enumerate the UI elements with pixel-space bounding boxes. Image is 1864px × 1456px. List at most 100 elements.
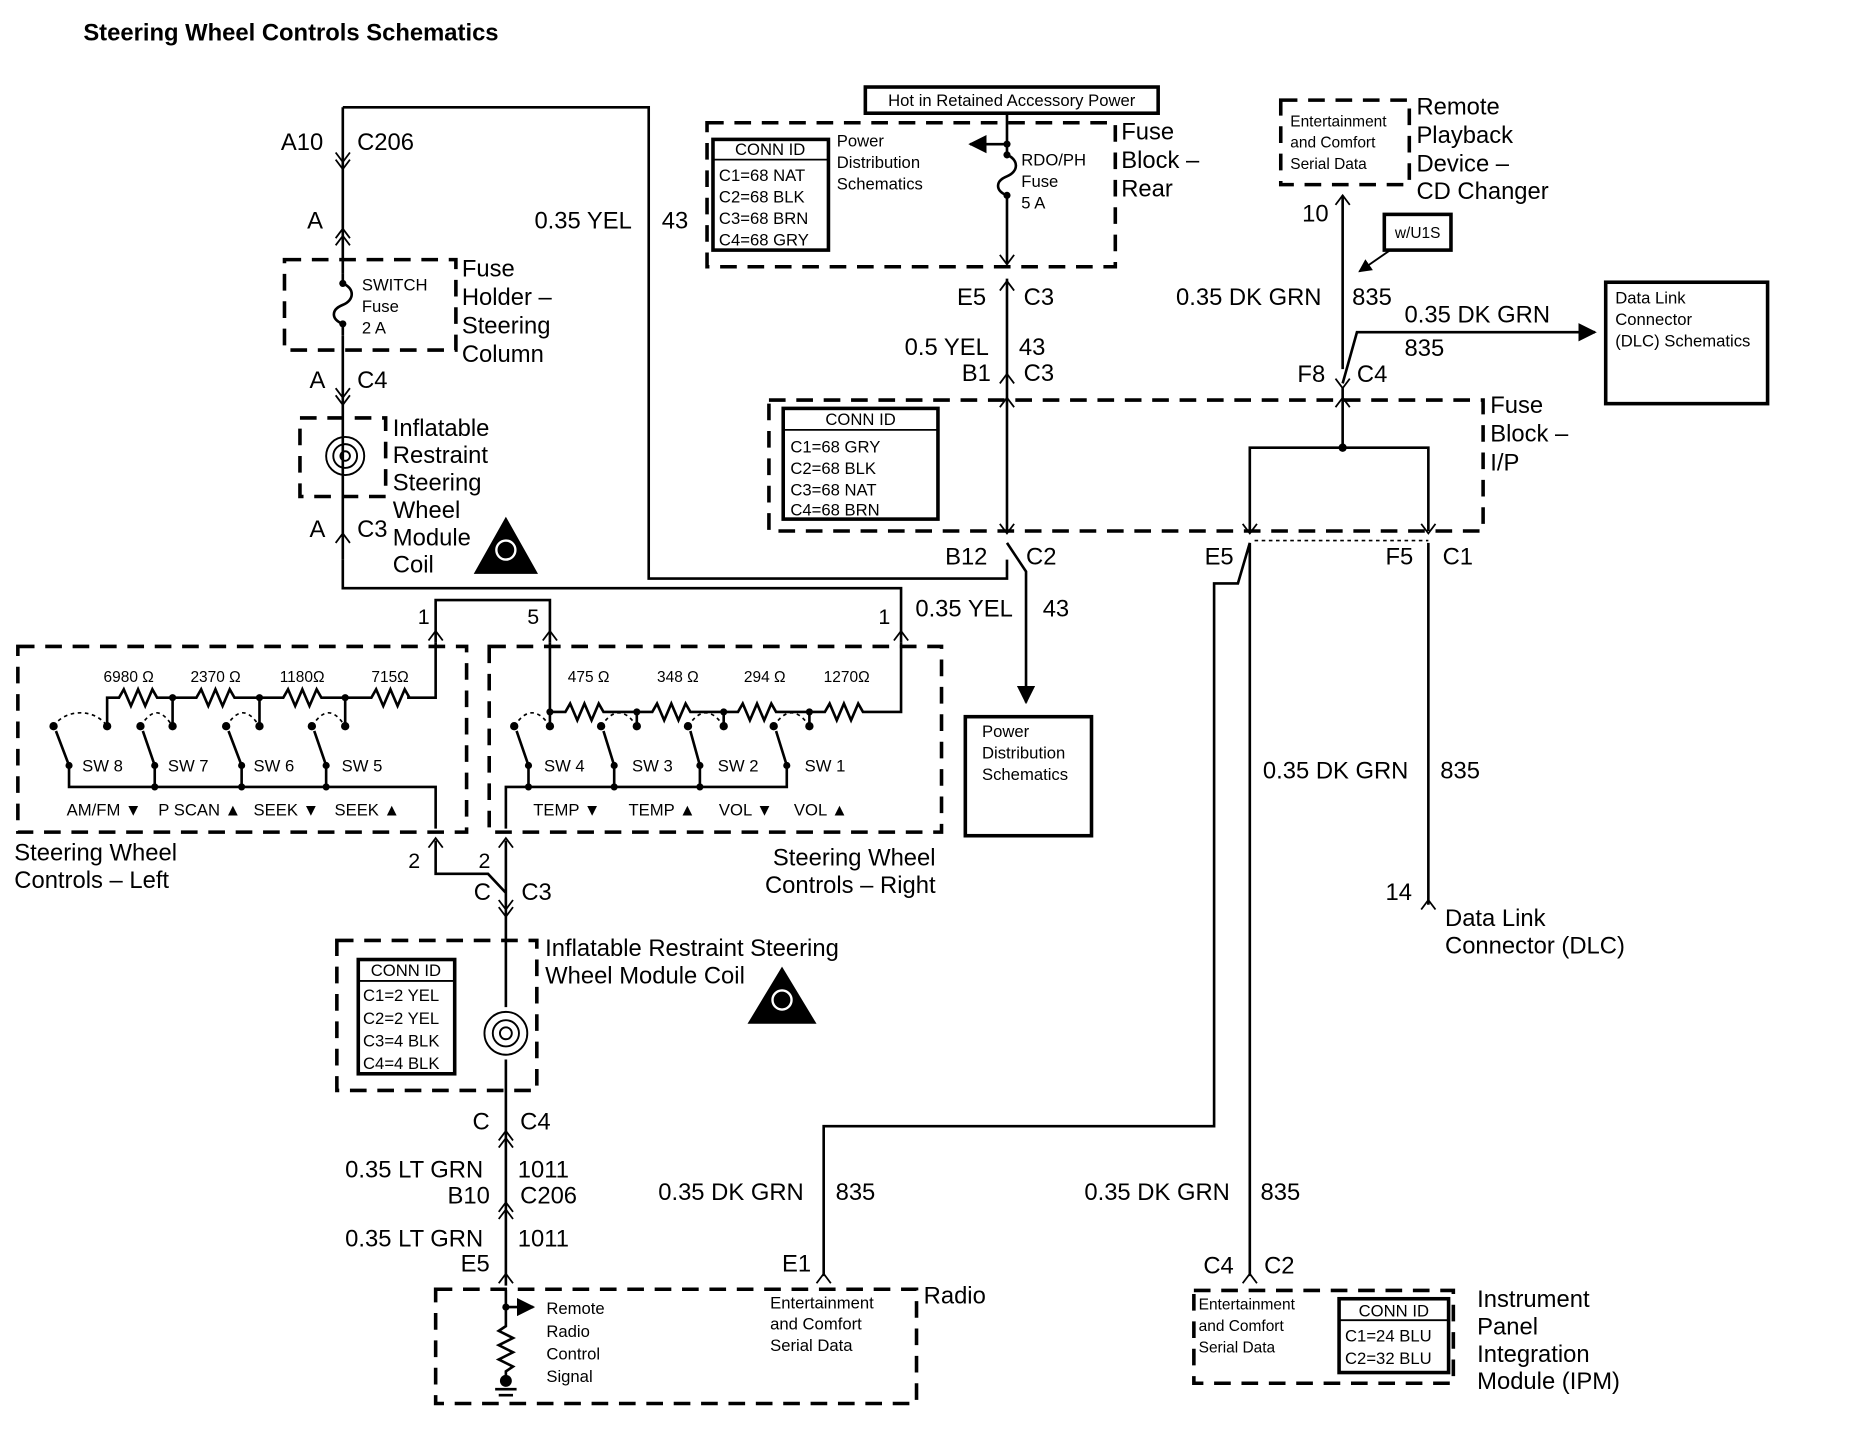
fuse-block-rear: Hot in Retained Accessory Power CONN ID …	[705, 85, 1200, 269]
component-label: CD Changer	[1416, 178, 1548, 205]
resistor-value: 348 Ω	[657, 669, 699, 686]
fuse-rating: 2 A	[362, 318, 387, 337]
connector-id: C4	[1357, 361, 1387, 388]
conn-id-header: CONN ID	[371, 961, 441, 980]
wire-gauge: 0.35 DK GRN	[658, 1179, 803, 1206]
connector-id: C4	[520, 1109, 550, 1136]
wire-circuit: 835	[836, 1179, 876, 1206]
connector-pin: A	[309, 367, 325, 394]
fuse-name: SWITCH	[362, 276, 428, 295]
wire-gauge: 0.35 YEL	[534, 208, 631, 235]
connector-pin: 2	[408, 849, 420, 873]
connector-pin: E1	[782, 1250, 811, 1277]
component-label: Data Link	[1445, 905, 1546, 932]
resistor-value: 1270Ω	[824, 669, 870, 686]
component-label: Panel	[1477, 1313, 1538, 1340]
power-distribution-schematics-ref: Power Distribution Schematics	[963, 714, 1094, 838]
function-label: TEMP ▲	[628, 800, 695, 819]
component-label: Remote	[1416, 93, 1499, 120]
reference-text: Distribution	[982, 743, 1065, 762]
conn-id-header: CONN ID	[825, 410, 895, 429]
function-label: SEEK ▲	[334, 800, 400, 819]
wire-circuit: 43	[1043, 596, 1069, 623]
conn-id-row: C2=68 BLK	[719, 187, 805, 206]
signal-label: Control	[546, 1344, 600, 1363]
component-label: Fuse	[462, 255, 515, 282]
component-label: Inflatable Restraint Steering	[545, 935, 839, 962]
component-label: Block –	[1490, 421, 1569, 448]
wire-gauge: 0.5 YEL	[905, 334, 989, 361]
serial-data-text: and Comfort	[1290, 135, 1376, 152]
connector-pin: C4	[1203, 1253, 1233, 1280]
component-label: Wheel	[393, 497, 460, 524]
ir-steering-wheel-coil-upper: Inflatable Restraint Steering Wheel Modu…	[298, 415, 539, 579]
conn-id-row: C4=4 BLK	[363, 1054, 439, 1073]
component-label: Device –	[1416, 151, 1509, 178]
wire-gauge: 0.35 DK GRN	[1405, 302, 1550, 329]
switch-icons	[504, 712, 814, 829]
radio: Remote Radio Control Signal Entertainmen…	[433, 1283, 986, 1406]
switch-label: SW 1	[805, 756, 846, 775]
connector-c206: C206	[357, 129, 414, 156]
connector-pin: 14	[1386, 879, 1412, 906]
switch-label: SW 2	[718, 756, 759, 775]
fuse-type: Fuse	[362, 297, 399, 316]
resistor-value: 1180Ω	[280, 669, 325, 686]
conn-id-row: C1=2 YEL	[363, 986, 439, 1005]
connector-pin: E5	[1205, 543, 1234, 570]
connector-id: C2	[1026, 543, 1056, 570]
resistor-value: 715Ω	[371, 669, 408, 686]
component-label: Holder –	[462, 284, 553, 311]
serial-data-text: Entertainment	[1199, 1296, 1296, 1313]
function-label: TEMP ▼	[533, 800, 600, 819]
signal-label: Signal	[546, 1367, 592, 1386]
fuse-rating: 5 A	[1021, 193, 1046, 212]
connector-pin: A	[309, 516, 325, 543]
connector-id: C3	[521, 879, 551, 906]
wire-lt-grn-1011: C C4 0.35 LT GRN 1011 B10 C206 0.35 LT G…	[345, 1109, 832, 1284]
connector-id: C4	[357, 367, 387, 394]
dlc-schematics-ref: Data Link Connector (DLC) Schematics	[1603, 280, 1770, 406]
connector-id: C3	[1024, 284, 1054, 311]
connector-pin: C	[474, 879, 491, 906]
resistor-value: 6980 Ω	[104, 669, 154, 686]
switch-label: SW 4	[544, 756, 585, 775]
connector-id: C3	[357, 516, 387, 543]
fuse-type: Fuse	[1021, 172, 1058, 191]
connector-a-c4: A C4	[309, 367, 388, 407]
coil-icon	[325, 436, 366, 477]
signal-label: Remote	[546, 1299, 604, 1318]
conn-id-row: C3=4 BLK	[363, 1031, 439, 1050]
connector-id: C206	[520, 1183, 577, 1210]
resistor-value: 2370 Ω	[190, 669, 240, 686]
wire-gauge: 0.35 LT GRN	[345, 1225, 483, 1252]
reference-text: Schematics	[837, 174, 923, 193]
wire-gauge: 0.35 YEL	[915, 596, 1012, 623]
conn-id-row: C2=2 YEL	[363, 1009, 439, 1028]
switch-label: SW 5	[342, 756, 383, 775]
wire-circuit: 43	[1019, 334, 1045, 361]
conn-id-header: CONN ID	[735, 140, 805, 159]
conn-id-header: CONN ID	[1359, 1302, 1429, 1321]
component-label: Column	[462, 341, 544, 368]
conn-id-row: C4=68 GRY	[719, 230, 809, 249]
component-label: Radio	[924, 1283, 986, 1310]
component-label: Block –	[1121, 147, 1200, 174]
component-label: Steering	[393, 470, 482, 497]
wire-gauge: 0.35 DK GRN	[1176, 284, 1321, 311]
serial-data-text: and Comfort	[1199, 1318, 1285, 1335]
remote-playback-device: Entertainment and Comfort Serial Data Re…	[1176, 93, 1597, 390]
wire-yel-43-lower: B12 C2 0.35 YEL 43	[915, 542, 1069, 705]
connector-pin: E5	[957, 284, 986, 311]
component-label: Steering Wheel	[14, 840, 177, 867]
connector-pin: 1	[418, 605, 430, 629]
wire-circuit: 835	[1405, 335, 1445, 362]
serial-data-text: Serial Data	[770, 1336, 853, 1355]
connector-pin-a: A	[307, 208, 323, 235]
component-label: Controls – Left	[14, 867, 169, 894]
fuse-icon	[332, 273, 354, 336]
conn-id-row: C3=68 NAT	[790, 480, 876, 499]
component-label: Playback	[1416, 122, 1513, 149]
serial-data-text: Serial Data	[1199, 1339, 1276, 1356]
connector-pin: B10	[448, 1183, 490, 1210]
